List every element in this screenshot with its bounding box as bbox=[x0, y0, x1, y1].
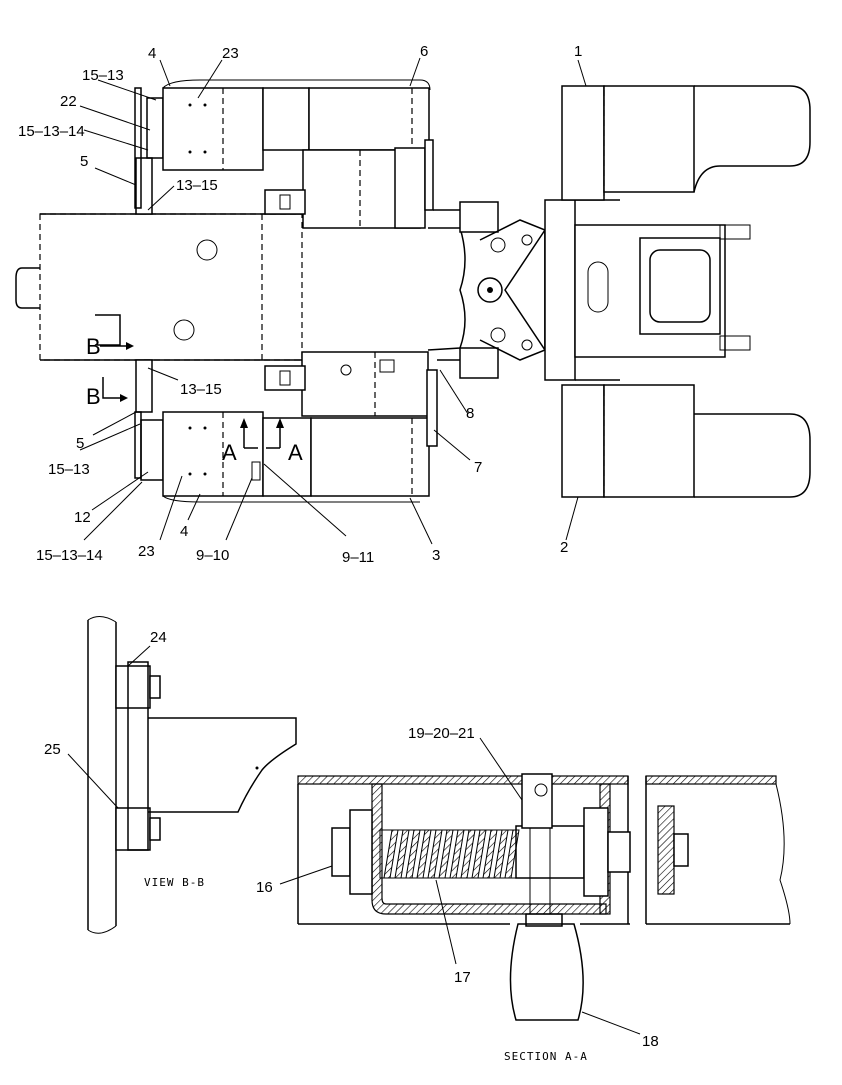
center-hitch bbox=[427, 201, 546, 379]
view-bb-title: VIEW B-B bbox=[144, 876, 205, 889]
label-7: 7 bbox=[474, 459, 482, 476]
marker-b-bottom: B bbox=[86, 384, 101, 409]
section-marker-b: B B bbox=[86, 314, 134, 409]
section-marker-a: A A bbox=[222, 418, 303, 465]
plan-view: B B bbox=[15, 43, 811, 566]
label-3: 3 bbox=[432, 547, 440, 564]
label-15-13-14-upper: 15–13–14 bbox=[18, 123, 85, 140]
spring-coil bbox=[438, 829, 454, 879]
spring-coil bbox=[416, 829, 432, 879]
lower-tank-group bbox=[134, 351, 460, 503]
label-9-10: 9–10 bbox=[196, 547, 229, 564]
marker-a-left: A bbox=[222, 440, 237, 465]
front-tire-upper bbox=[561, 85, 811, 201]
lower-post bbox=[135, 359, 153, 413]
spring-coil bbox=[460, 829, 476, 879]
spring-coil bbox=[405, 829, 421, 879]
label-22: 22 bbox=[60, 93, 77, 110]
label-6: 6 bbox=[420, 43, 428, 60]
label-25: 25 bbox=[44, 741, 61, 758]
label-4-upper: 4 bbox=[148, 45, 156, 62]
spring bbox=[379, 829, 520, 879]
label-15-13-upper: 15–13 bbox=[82, 67, 124, 84]
spring-coil bbox=[427, 829, 443, 879]
view-bb: 24 25 VIEW B-B bbox=[44, 616, 297, 934]
spring-coil bbox=[493, 829, 509, 879]
label-1: 1 bbox=[574, 43, 582, 60]
label-17: 17 bbox=[454, 969, 471, 986]
marker-a-right: A bbox=[288, 440, 303, 465]
spring-coil bbox=[471, 829, 487, 879]
section-aa: 16 17 18 19–20–21 SECTION A-A bbox=[256, 725, 791, 1063]
front-chassis bbox=[544, 199, 751, 381]
upper-post bbox=[135, 157, 153, 215]
marker-b-top: B bbox=[86, 334, 101, 359]
rear-frame bbox=[15, 213, 303, 361]
section-aa-title: SECTION A-A bbox=[504, 1050, 588, 1063]
label-15-13-lower: 15–13 bbox=[48, 461, 90, 478]
spring-coil bbox=[449, 829, 465, 879]
label-4-lower: 4 bbox=[180, 523, 188, 540]
label-23-upper: 23 bbox=[222, 45, 239, 62]
label-13-15-upper: 13–15 bbox=[176, 177, 218, 194]
plan-leaders bbox=[79, 57, 587, 545]
upper-tank-group bbox=[134, 79, 460, 229]
label-5-upper: 5 bbox=[80, 153, 88, 170]
label-16: 16 bbox=[256, 879, 273, 896]
label-5-lower: 5 bbox=[76, 435, 84, 452]
label-2: 2 bbox=[560, 539, 568, 556]
spring-coil bbox=[383, 829, 399, 879]
label-18: 18 bbox=[642, 1033, 659, 1050]
spring-coil bbox=[394, 829, 410, 879]
spring-coil bbox=[482, 829, 498, 879]
label-9-11: 9–11 bbox=[342, 549, 374, 566]
label-15-13-14-lower: 15–13–14 bbox=[36, 547, 103, 564]
spring-coil bbox=[504, 829, 520, 879]
label-8: 8 bbox=[466, 405, 474, 422]
front-tire-lower bbox=[561, 384, 811, 498]
label-23-lower: 23 bbox=[138, 543, 155, 560]
label-19-20-21: 19–20–21 bbox=[408, 725, 475, 742]
label-13-15-lower: 13–15 bbox=[180, 381, 222, 398]
label-24: 24 bbox=[150, 629, 167, 646]
label-12: 12 bbox=[74, 509, 91, 526]
